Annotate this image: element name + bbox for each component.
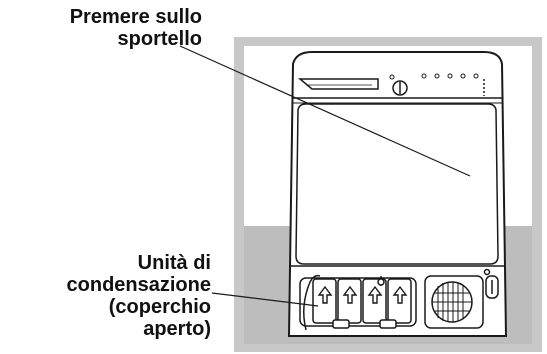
condenser-callout-line-4: aperto) bbox=[143, 318, 211, 340]
condenser-callout-label: Unità di condensazione (coperchio aperto… bbox=[0, 252, 211, 340]
up-arrow-icon bbox=[342, 285, 358, 304]
up-arrow-icon bbox=[367, 285, 383, 304]
knob-icon bbox=[392, 80, 408, 96]
condenser-callout-line-3: (coperchio bbox=[108, 296, 211, 318]
control-panel bbox=[292, 73, 502, 104]
condenser-arrow-icons bbox=[317, 285, 408, 304]
door-callout-line-1: Premere sullo bbox=[69, 6, 202, 28]
condenser-leader-line bbox=[211, 292, 319, 307]
door-callout-line-2: sportello bbox=[117, 28, 202, 50]
door-leader-line bbox=[179, 45, 471, 177]
up-arrow-icon bbox=[317, 285, 333, 304]
dryer-door bbox=[295, 103, 499, 265]
condenser-callout-line-1: Unità di bbox=[137, 252, 211, 274]
door-callout-label: Premere sullo sportello bbox=[6, 6, 202, 50]
side-latch bbox=[483, 268, 499, 299]
vent-grille bbox=[424, 275, 484, 329]
up-arrow-icon bbox=[392, 285, 408, 304]
condenser-callout-line-2: condensazione bbox=[66, 274, 211, 296]
